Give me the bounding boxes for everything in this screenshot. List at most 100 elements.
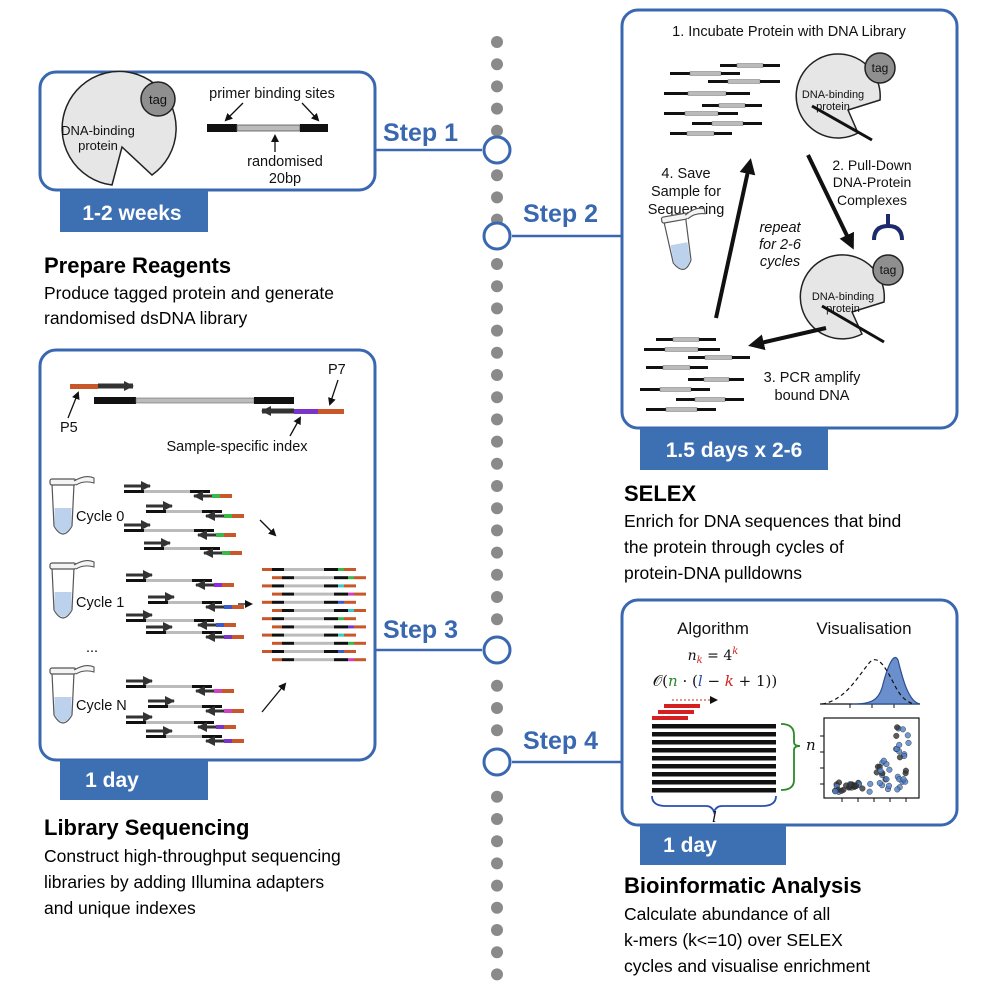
scatter-point — [896, 741, 903, 748]
pool-insert — [294, 641, 334, 645]
read-adapter-end — [148, 601, 168, 604]
timeline-dot — [491, 480, 503, 492]
pool-insert — [294, 625, 334, 629]
read-adapter-end — [124, 490, 144, 493]
panel4-desc-line3: cycles and visualise enrichment — [624, 956, 870, 976]
panel3-heading: Library Sequencing — [44, 815, 249, 840]
read-adapter-end — [144, 547, 164, 550]
pool-p5 — [272, 625, 282, 629]
dna-primer-end — [692, 122, 712, 125]
pool-index — [338, 568, 344, 571]
pool-p5 — [272, 609, 282, 612]
timeline-dot — [491, 591, 503, 603]
selex-protein-bottom-line2: protein — [826, 303, 860, 315]
read-index — [214, 583, 222, 587]
dna-primer-end — [691, 388, 710, 391]
sequence-line — [652, 724, 776, 729]
pool-adapter — [334, 592, 348, 596]
dna-library-bottom — [640, 337, 750, 412]
pool-adapter — [334, 609, 348, 612]
scatter-point — [838, 787, 845, 794]
pool-p5 — [262, 568, 272, 571]
save-line1: 4. Save — [661, 166, 710, 182]
timeline-dot — [491, 702, 503, 714]
dna-random-core — [672, 337, 700, 342]
read-index — [224, 605, 232, 609]
read-p7-end — [224, 623, 236, 627]
panel-selex: 1. Incubate Protein with DNA Library tag… — [620, 8, 959, 583]
dna-random-core — [686, 131, 715, 136]
ellipsis-label: ... — [86, 640, 98, 656]
pool-p5 — [272, 576, 282, 580]
panel1-heading: Prepare Reagents — [44, 253, 231, 278]
scatter-point — [893, 732, 900, 739]
read-insert — [166, 510, 202, 513]
repeat-line2: for 2-6 — [759, 237, 802, 253]
pool-p7 — [354, 609, 366, 612]
p7-label: P7 — [328, 362, 346, 378]
dna-primer-end — [714, 132, 732, 135]
dna-primer-end — [670, 72, 690, 75]
selex-protein-top-line1: DNA-binding — [802, 89, 864, 101]
timeline-dot — [491, 58, 503, 71]
dna-primer-end — [646, 366, 663, 369]
read-p7-end — [232, 739, 244, 743]
pool-index — [338, 650, 344, 653]
scatter-point — [896, 754, 903, 761]
step4-label: Step 4 — [523, 727, 598, 755]
panel-bioinformatic-analysis: Algorithm Visualisation nk = 4k 𝒪(n · (l… — [620, 598, 959, 976]
formula-complexity: 𝒪(n · (l − k + 1)) — [653, 672, 778, 690]
pool-index — [348, 641, 354, 645]
panel2-badge-text: 1.5 days x 2-6 — [666, 439, 803, 462]
random-region — [236, 124, 301, 132]
dna-random-core — [659, 387, 692, 392]
timeline-dot — [491, 413, 503, 426]
dna-primer-end — [646, 408, 666, 411]
panel4-heading: Bioinformatic Analysis — [624, 873, 862, 898]
dna-primer-end — [676, 398, 695, 401]
cycle1-label: Cycle 1 — [76, 595, 124, 611]
timeline-dot — [491, 524, 503, 537]
p5-label: P5 — [60, 420, 78, 436]
timeline-dot — [491, 435, 503, 448]
pool-p5 — [262, 633, 272, 637]
dna-random-core — [684, 111, 719, 116]
pool-p7 — [344, 584, 356, 588]
timeline-dot — [491, 280, 503, 293]
read-p7-end — [230, 551, 242, 555]
scatter-point — [900, 776, 907, 783]
read-index — [216, 533, 224, 537]
panel2-time-badge — [640, 428, 828, 470]
timeline-dot — [491, 169, 503, 182]
pool-p5 — [262, 650, 272, 653]
read-p7-end — [232, 635, 244, 639]
read-adapter-end — [202, 601, 222, 604]
scatter-point — [905, 739, 912, 746]
step2-connector: Step 2 — [482, 200, 624, 251]
brace-n — [780, 723, 801, 791]
step3-connector: Step 3 — [375, 616, 512, 665]
read-adapter-end — [194, 619, 214, 622]
pool-adapter — [272, 568, 284, 571]
sample-tube-icon — [660, 207, 706, 270]
pool-p7 — [344, 568, 356, 571]
step1-node — [482, 135, 512, 165]
read-adapter-end — [200, 547, 220, 550]
read-p7-end — [232, 605, 244, 609]
algorithm-title: Algorithm — [677, 619, 749, 638]
read-insert — [168, 705, 202, 708]
read-insert — [146, 619, 194, 622]
timeline-dot — [491, 391, 503, 404]
read-insert — [146, 579, 192, 582]
dna-random-core — [664, 347, 699, 352]
read-index — [214, 689, 222, 693]
scatter-point — [886, 766, 893, 773]
repeat-line1: repeat — [759, 220, 801, 236]
pool-insert — [294, 658, 334, 662]
timeline-dot — [491, 302, 503, 315]
reads-cycle1 — [126, 570, 244, 642]
scatter-point — [904, 732, 911, 739]
pool-adapter — [324, 568, 338, 571]
scatter-point — [894, 724, 901, 731]
timeline-dots — [491, 36, 503, 981]
